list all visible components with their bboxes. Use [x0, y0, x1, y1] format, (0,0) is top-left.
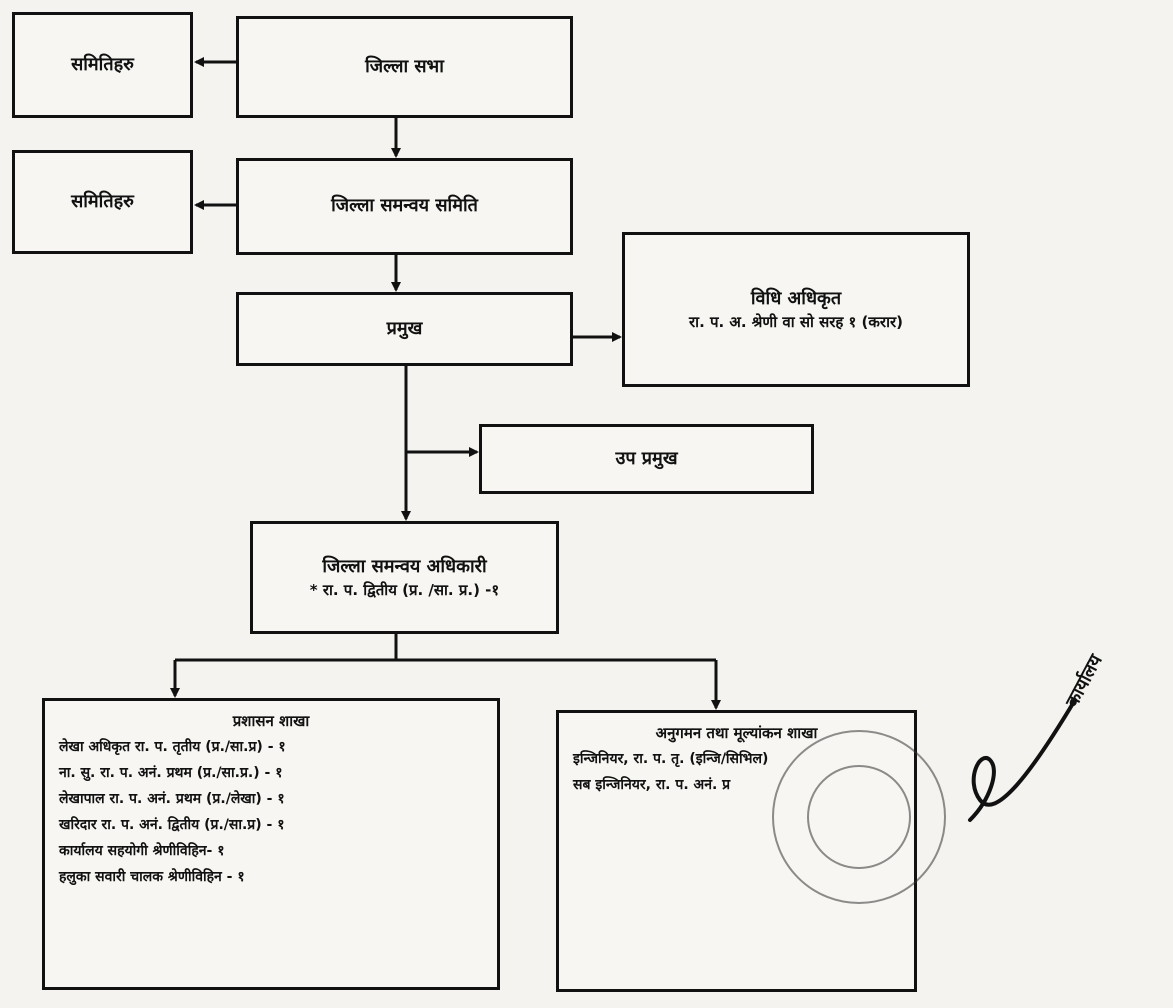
up-pramukh-label: उप प्रमुख: [615, 447, 678, 469]
anugaman-title: अनुगमन तथा मूल्यांकन शाखा: [655, 724, 818, 742]
adhikari-title: जिल्ला समन्वय अधिकारी: [322, 556, 487, 578]
prashasan-shakha-box: प्रशासन शाखा लेखा अधिकृत रा. प. तृतीय (प…: [42, 698, 500, 990]
office-seal-stamp: [772, 730, 946, 904]
prashasan-row: ना. सु. रा. प. अनं. प्रथम (प्र./सा.प्र.)…: [59, 765, 283, 782]
jilla-samanvaya-samiti-label: जिल्ला समन्वय समिति: [331, 195, 478, 217]
anugaman-row: इन्जिनियर, रा. प. तृ. (इन्जि/सिभिल): [573, 751, 769, 768]
pramukh-label: प्रमुख: [386, 317, 423, 339]
prashasan-row: कार्यालय सहयोगी श्रेणीविहिन- १: [59, 842, 225, 859]
handwritten-signature: [968, 698, 1077, 822]
prashasan-row: लेखा अधिकृत रा. प. तृतीय (प्र./सा.प्र) -…: [59, 739, 286, 756]
samitiharu-box-1: समितिहरु: [12, 12, 193, 118]
adhikari-line: * रा. प. द्वितीय (प्र. /सा. प्र.) -१: [309, 580, 500, 599]
pramukh-box: प्रमुख: [236, 292, 573, 366]
samitiharu-label-2: समितिहरु: [71, 190, 134, 212]
jilla-sabha-label: जिल्ला सभा: [365, 55, 444, 77]
samitiharu-label-1: समितिहरु: [71, 53, 134, 75]
vidhi-adhikrit-title: विधि अधिकृत: [750, 288, 842, 310]
prashasan-row: खरिदार रा. प. अनं. द्वितीय (प्र./सा.प्र)…: [59, 816, 285, 833]
jilla-samanvaya-samiti-box: जिल्ला समन्वय समिति: [236, 158, 573, 255]
jilla-samanvaya-adhikari-box: जिल्ला समन्वय अधिकारी * रा. प. द्वितीय (…: [250, 521, 559, 634]
prashasan-title: प्रशासन शाखा: [232, 712, 310, 730]
samitiharu-box-2: समितिहरु: [12, 150, 193, 254]
vidhi-adhikrit-box: विधि अधिकृत रा. प. अ. श्रेणी वा सो सरह १…: [622, 232, 970, 387]
prashasan-row: लेखापाल रा. प. अनं. प्रथम (प्र./लेखा) - …: [59, 791, 285, 808]
vidhi-adhikrit-line: रा. प. अ. श्रेणी वा सो सरह १ (करार): [689, 312, 903, 331]
anugaman-row: सब इन्जिनियर, रा. प. अनं. प्र: [573, 777, 731, 794]
jilla-sabha-box: जिल्ला सभा: [236, 16, 573, 118]
up-pramukh-box: उप प्रमुख: [479, 424, 814, 494]
prashasan-row: हलुका सवारी चालक श्रेणीविहिन - १: [59, 868, 245, 885]
